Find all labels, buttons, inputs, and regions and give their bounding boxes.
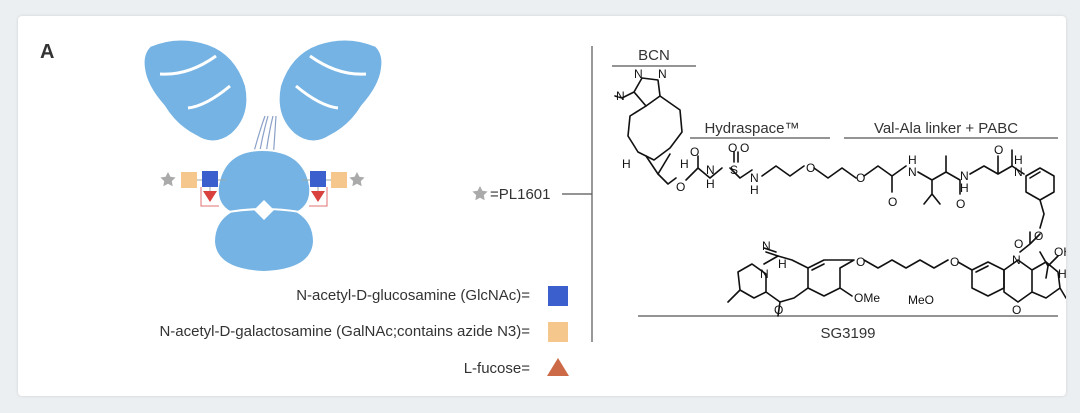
svg-text:H: H [1058, 267, 1066, 281]
legend-glcnac-swatch [548, 286, 568, 306]
segment-bcn: BCN [638, 47, 670, 64]
svg-text:O: O [1034, 229, 1043, 243]
antibody-illustration [142, 38, 384, 274]
svg-text:H: H [1014, 153, 1023, 167]
panel-label: A [40, 41, 54, 63]
svg-text:H: H [622, 157, 631, 171]
svg-text:N: N [706, 163, 715, 177]
legend-glcnac-label: N-acetyl-D-glucosamine (GlcNAc)= [296, 287, 530, 304]
legend-fucose-label: L-fucose= [464, 360, 531, 377]
svg-text:O: O [806, 161, 815, 175]
svg-text:O: O [774, 303, 783, 317]
svg-text:O: O [956, 197, 965, 211]
glycan-right [302, 171, 365, 207]
svg-text:N: N [762, 239, 771, 253]
glcnac-square-icon [202, 171, 218, 187]
svg-text:N: N [616, 89, 625, 103]
svg-text:N: N [658, 67, 667, 81]
chemical-structure: N N N H H O O O O N H S N H O O O N H O … [614, 67, 1066, 317]
svg-text:OH: OH [1054, 245, 1066, 259]
svg-text:O: O [856, 255, 865, 269]
svg-text:S: S [730, 163, 738, 177]
antibody-fab-left [142, 38, 249, 143]
galnac-square-icon [181, 172, 197, 188]
payload-callout: =PL1601 [472, 46, 593, 342]
svg-text:O: O [740, 141, 749, 155]
svg-text:N: N [760, 267, 769, 281]
svg-text:H: H [778, 257, 787, 271]
svg-text:N: N [750, 171, 759, 185]
payload-star-icon [160, 172, 176, 187]
segment-linker: Val-Ala linker + PABC [874, 120, 1018, 137]
fucose-triangle-icon [311, 191, 325, 202]
figure-canvas: A N-acetyl-D-glucosamine (GlcNAc)= [40, 38, 1066, 377]
svg-text:OMe: OMe [854, 291, 880, 305]
antibody-fab-right [277, 38, 384, 143]
svg-text:O: O [1014, 237, 1023, 251]
legend-galnac-swatch [548, 322, 568, 342]
payload-label: =PL1601 [490, 186, 550, 203]
figure-card: A N-acetyl-D-glucosamine (GlcNAc)= [18, 16, 1066, 396]
svg-text:O: O [950, 255, 959, 269]
svg-text:H: H [706, 177, 715, 191]
fucose-triangle-icon [203, 191, 217, 202]
svg-text:H: H [750, 183, 759, 197]
payload-star-icon [472, 186, 488, 201]
legend: N-acetyl-D-glucosamine (GlcNAc)= N-acety… [159, 286, 569, 377]
svg-text:MeO: MeO [908, 293, 934, 307]
svg-text:O: O [1012, 303, 1021, 317]
svg-text:O: O [994, 143, 1003, 157]
legend-galnac-label: N-acetyl-D-galactosamine (GalNAc;contain… [159, 323, 530, 340]
svg-text:O: O [728, 141, 737, 155]
svg-text:H: H [680, 157, 689, 171]
svg-text:N: N [960, 169, 969, 183]
segment-labels: BCN Hydraspace™ Val-Ala linker + PABC SG… [612, 47, 1058, 342]
svg-text:H: H [908, 153, 917, 167]
segment-hydraspace: Hydraspace™ [704, 120, 799, 137]
svg-text:H: H [960, 181, 969, 195]
svg-text:N: N [634, 67, 643, 81]
svg-text:O: O [888, 195, 897, 209]
legend-fucose-swatch [547, 358, 569, 376]
glycan-left [160, 171, 226, 207]
svg-text:O: O [690, 145, 699, 159]
svg-text:O: O [856, 171, 865, 185]
svg-text:O: O [676, 180, 685, 194]
glcnac-square-icon [310, 171, 326, 187]
galnac-square-icon [331, 172, 347, 188]
segment-sg3199: SG3199 [820, 325, 875, 342]
svg-text:N: N [908, 165, 917, 179]
payload-star-icon [349, 172, 365, 187]
svg-text:N: N [1012, 253, 1021, 267]
svg-text:N: N [1014, 165, 1023, 179]
